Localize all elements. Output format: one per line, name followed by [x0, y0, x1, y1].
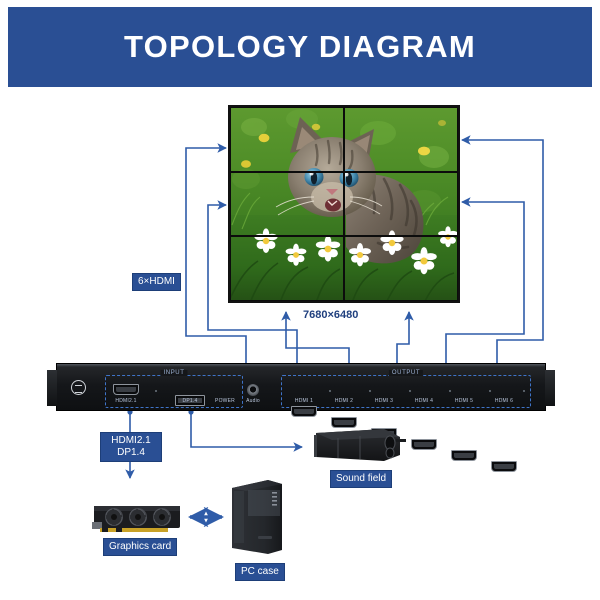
wall-tile-4	[344, 171, 458, 237]
led-output-1	[329, 390, 331, 392]
device-rack-ear-left	[47, 370, 57, 406]
wall-tile-3	[230, 171, 344, 237]
input-group-label: INPUT	[160, 370, 188, 376]
led-output-6	[523, 390, 525, 392]
input-port-group: INPUT	[105, 370, 243, 408]
graphics-card-image	[92, 506, 180, 532]
output-group-label: OUTPUT	[388, 370, 424, 376]
label-source-cable-line2: DP1.4	[117, 447, 145, 458]
port-input-hdmi[interactable]	[113, 384, 139, 395]
label-sound-field: Sound field	[330, 470, 393, 488]
port-output-hdmi-6[interactable]	[491, 461, 517, 472]
led-output-5	[489, 390, 491, 392]
port-label-output-4: HDMI 4	[414, 398, 434, 404]
port-audio-jack[interactable]	[247, 384, 259, 396]
led-output-4	[449, 390, 451, 392]
port-label-input-hdmi: HDMI2.1	[115, 398, 137, 404]
wall-tile-1	[230, 107, 344, 172]
led-input	[155, 390, 157, 392]
video-wall	[228, 105, 460, 303]
port-label-output-3: HDMI 3	[374, 398, 394, 404]
wall-tile-2	[344, 107, 458, 172]
sound-field-speaker-image	[314, 429, 406, 461]
label-pc-case: PC case	[235, 563, 285, 581]
led-output-2	[369, 390, 371, 392]
port-label-output-6: HDMI 6	[494, 398, 514, 404]
wall-tile-5	[230, 236, 344, 301]
label-source-cable-line1: HDMI2.1	[111, 435, 151, 446]
ground-icon	[71, 380, 86, 395]
port-output-hdmi-4[interactable]	[411, 439, 437, 450]
device-rack-ear-right	[545, 370, 555, 406]
port-label-audio: Audio	[246, 398, 260, 404]
label-source-cable: HDMI2.1 DP1.4	[100, 432, 162, 462]
wall-tile-6	[344, 236, 458, 301]
hdmi-splitter-device: INPUT HDMI2.1 DP1.4 POWER Audio OUTPUT H…	[47, 363, 555, 472]
led-output-3	[409, 390, 411, 392]
label-graphics-card: Graphics card	[103, 538, 178, 556]
output-port-group: OUTPUT	[281, 370, 531, 408]
port-input-dp[interactable]	[175, 395, 205, 406]
label-feed-6x-hdmi: 6×HDMI	[132, 273, 181, 291]
port-label-output-2: HDMI 2	[334, 398, 354, 404]
pc-case-image	[232, 480, 282, 554]
port-output-hdmi-1[interactable]	[291, 406, 317, 417]
port-label-power: POWER	[215, 398, 235, 404]
port-output-hdmi-2[interactable]	[331, 417, 357, 428]
port-label-output-1: HDMI 1	[294, 398, 314, 404]
label-wall-resolution: 7680×6480	[303, 309, 359, 321]
port-label-output-5: HDMI 5	[454, 398, 474, 404]
port-output-hdmi-5[interactable]	[451, 450, 477, 461]
port-label-input-dp: DP1.4	[182, 398, 198, 404]
page-title: TOPOLOGY DIAGRAM	[123, 29, 477, 64]
page-header-banner: TOPOLOGY DIAGRAM	[8, 7, 592, 87]
